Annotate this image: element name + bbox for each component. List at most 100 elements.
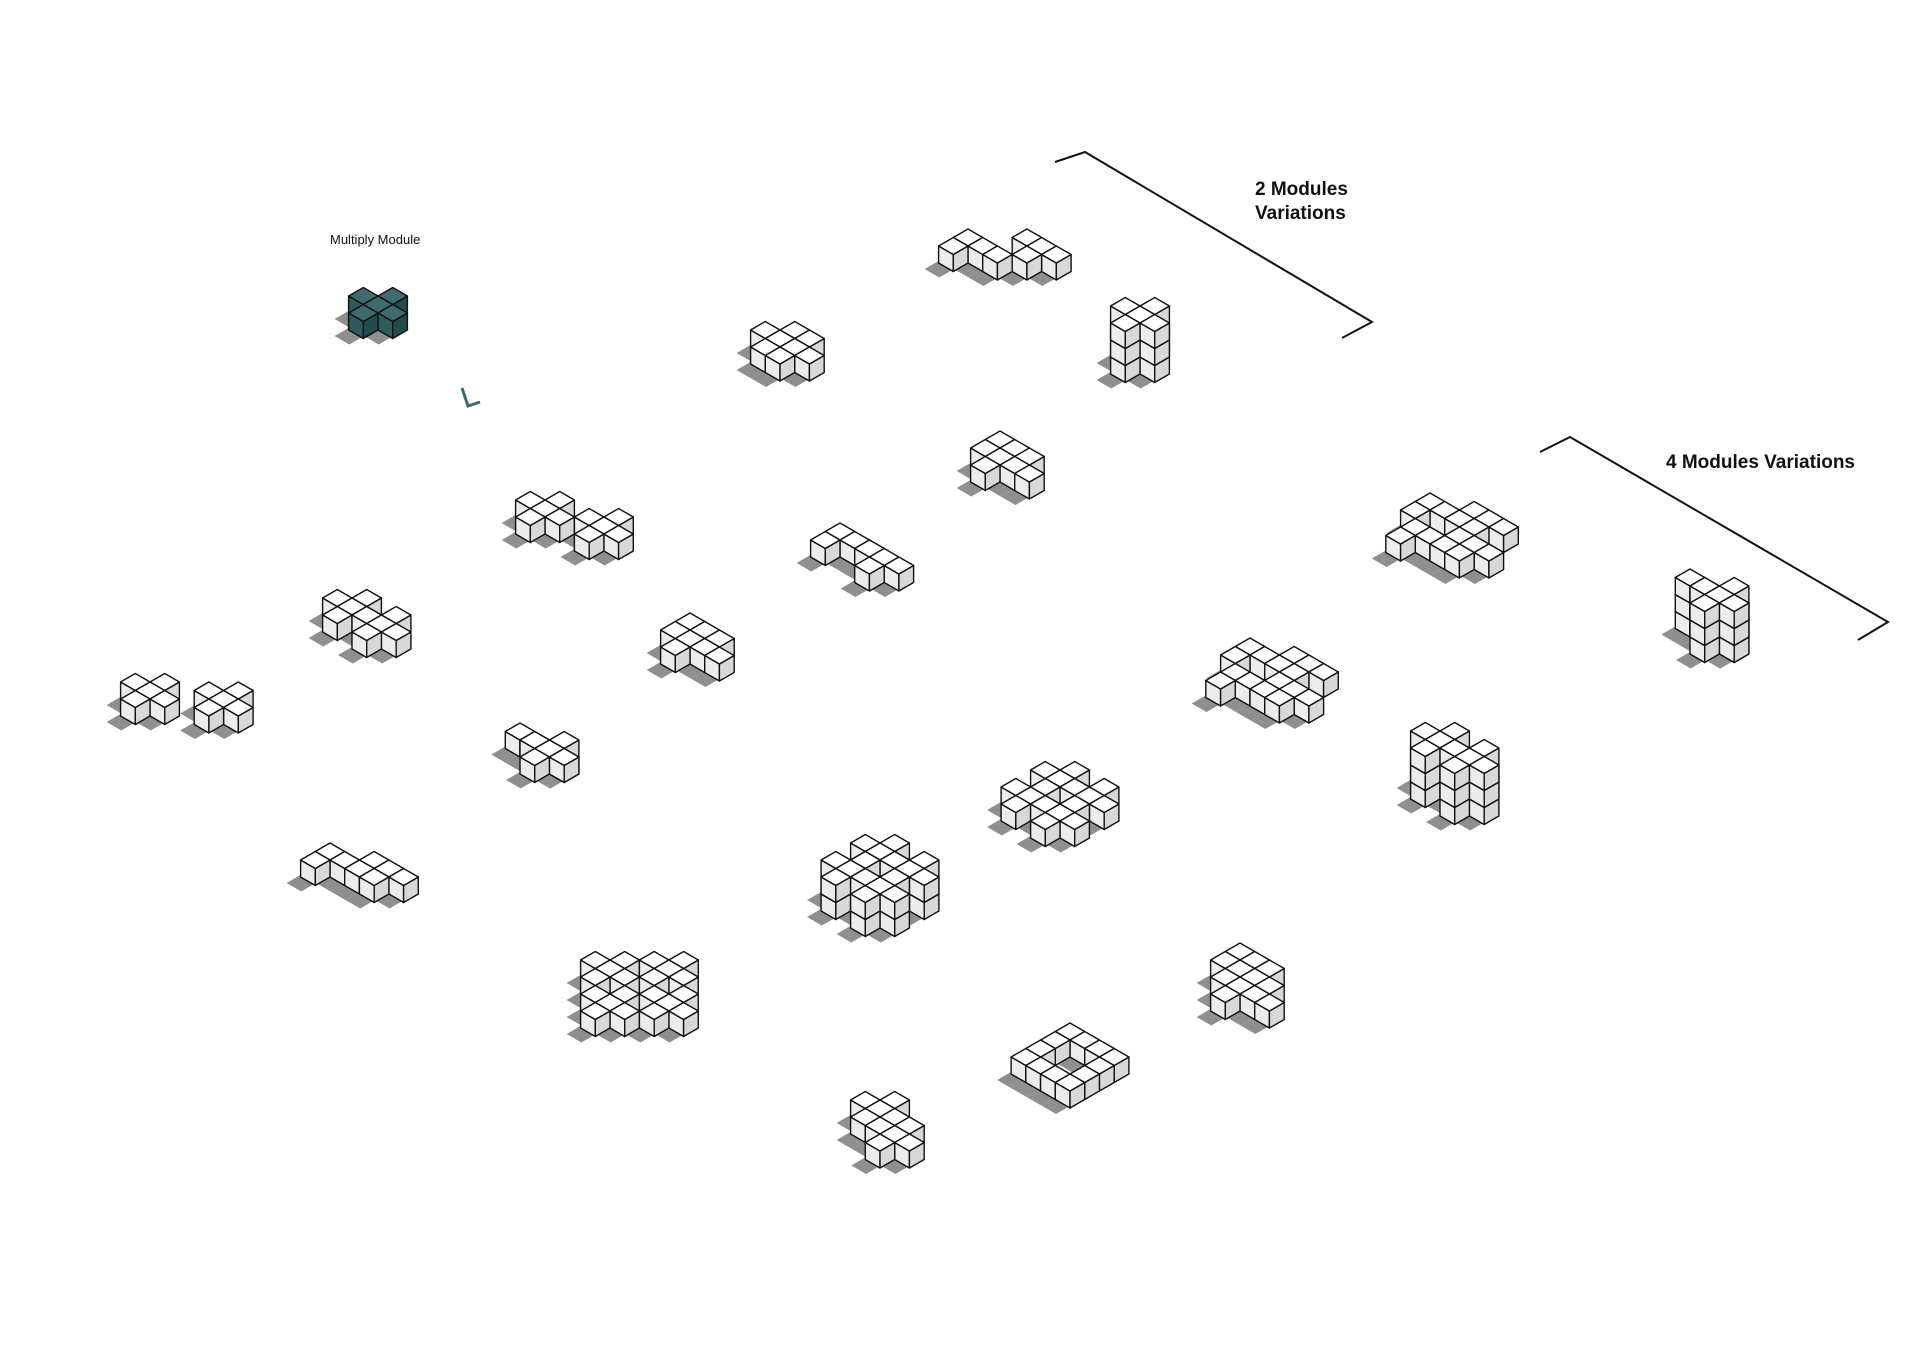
variation-4f [1205,637,1340,724]
block-face-top [1054,1073,1086,1092]
block-face-top [193,698,225,717]
variation-k [969,430,1045,500]
variation-i [659,612,735,682]
shadow-cell [1426,813,1456,831]
module-arrow-icon [460,387,481,408]
shadow-cell [956,479,986,497]
shadow-cell [997,1071,1027,1089]
block-face-top [1253,993,1285,1012]
block-face-top [668,1001,699,1021]
variation-4d [1010,1022,1130,1109]
two-modules-bracket [1054,150,1375,339]
block-face-top [820,867,852,887]
annotation-layer [460,150,1890,641]
variation-4i [1409,721,1500,826]
block-face-top [1088,794,1120,814]
shadow-cell [1430,567,1461,584]
block-layer [119,228,1750,1169]
block-face-top [380,622,412,642]
block-face-top [969,455,1001,475]
variation-4j [1674,568,1750,664]
shadow-cell [866,925,896,943]
block-face-top [659,637,691,657]
shadow-cell [1236,703,1266,721]
block-face-top [1059,811,1091,831]
block-face-top [864,1133,896,1152]
shadow-cell [826,554,856,572]
two-modules-label-line2: Variations [1255,203,1346,224]
variation-f [1109,296,1171,384]
shadow-cell [954,260,984,278]
variation-4h [1385,492,1520,579]
shadow-cell [807,908,837,926]
block-face-top [1488,517,1520,537]
variation-4c [849,1090,925,1169]
block-face-top [937,236,969,256]
block-face-top [358,867,390,887]
block-face-top [1385,526,1417,545]
block-face-top [638,1001,670,1021]
variation-4g [1209,942,1285,1029]
block-face-top [854,556,885,575]
shadow-cell [1240,1017,1271,1034]
block-face-top [1000,794,1032,814]
block-face-top [609,1001,641,1021]
shadow-layer [106,252,1735,1174]
shadow-cell [968,269,999,286]
block-face-top [573,524,605,544]
block-face-top [764,346,796,365]
block-face-top [794,346,825,365]
block-face-top [982,245,1013,264]
block-face-top [704,646,735,665]
block-face-top [849,884,881,904]
block-face-top [119,689,151,709]
shadow-cell [566,1025,596,1043]
block-face-top [1689,593,1721,613]
shadow-cell [836,925,866,943]
block-face-top [1011,245,1043,264]
block-face-top [883,556,915,575]
block-face-top [894,1133,925,1152]
shadow-cell [330,883,361,900]
block-face-top [149,689,181,709]
block-face-top [1718,593,1750,613]
shadow-cell [531,531,561,549]
shadow-cell [1250,712,1281,729]
block-face-top [299,850,331,870]
block-face-top [514,507,546,527]
shadow-cell [1416,558,1446,576]
shadow-cell [987,818,1017,836]
shadow-cell [676,661,706,679]
variation-h [504,722,580,784]
block-face-top [222,698,254,717]
block-face-top [519,747,551,767]
block-face-top [351,622,383,642]
four-modules-bracket [1539,435,1890,641]
block-face-top [1014,464,1045,483]
shadow-cell [596,1025,626,1043]
block-face-top [1209,984,1241,1004]
shadow-cell [836,1131,866,1149]
variation-4b [820,833,940,938]
block-face-top [1293,688,1325,707]
two-modules-label-line1: 2 Modules [1255,179,1348,200]
block-face-top [321,605,353,625]
shadow-cell [506,771,536,789]
block-face-top [1468,755,1500,775]
block-face-top [1439,755,1471,775]
variation-g [299,842,419,904]
block-face-top [548,747,580,767]
shadow-cell [690,670,721,687]
variation-4a [579,950,699,1038]
block-face-top [377,303,409,323]
two-modules-label: 2 Modules Variations [1255,178,1348,226]
shadow-cell [1676,651,1706,669]
block-face-top [1473,543,1505,562]
block-face-top [1029,811,1061,831]
block-face-top [809,530,841,550]
block-face-top [603,524,634,544]
variation-e [937,228,1072,281]
shadow-cell [1000,488,1031,505]
